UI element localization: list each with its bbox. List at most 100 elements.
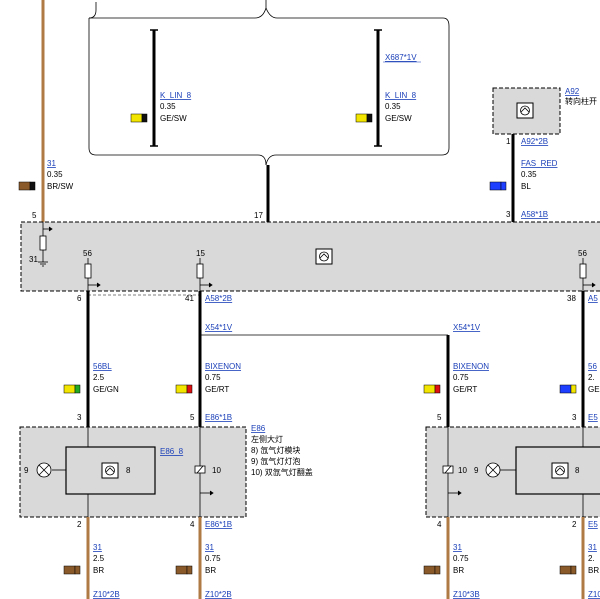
swatch-k-lin-right xyxy=(355,113,373,123)
connector-a58-1b[interactable]: A58*1B xyxy=(521,210,548,219)
connector-z10-2b-left[interactable]: Z10*2B xyxy=(93,590,120,599)
connector-e86-1b-bottom[interactable]: E86*1B xyxy=(205,520,232,529)
wire-bixenon-left-color: GE/RT xyxy=(205,385,229,394)
wire-31-bm-color: BR xyxy=(205,566,216,575)
pin-3-right: 3 xyxy=(572,413,577,422)
lamp-icon xyxy=(36,462,52,478)
wire-56bl-color: GE/GN xyxy=(93,385,119,394)
swatch-fas-red xyxy=(489,181,507,191)
connector-e5-top[interactable]: E5 xyxy=(588,413,598,422)
wire-k-lin-left-id[interactable]: K_LIN_8 xyxy=(160,91,192,100)
component-e86-ref[interactable]: E86 xyxy=(251,424,266,433)
wire-56bl-section: 2.5 xyxy=(93,373,105,382)
component-a92-name: 转向柱开 xyxy=(565,96,597,106)
pin-8-right: 8 xyxy=(575,466,580,475)
swatch-bixenon-left xyxy=(175,384,193,394)
connector-x54-right[interactable]: X54*1V xyxy=(453,323,481,332)
wire-31-bl-id[interactable]: 31 xyxy=(93,543,102,552)
bus-bracket-top xyxy=(89,0,267,19)
wire-56bl-id[interactable]: 56BL xyxy=(93,362,112,371)
connector-z10-2b-mid[interactable]: Z10*2B xyxy=(205,590,232,599)
swatch-31-cut xyxy=(559,565,577,575)
component-e86-8-ref[interactable]: E86_8 xyxy=(160,447,184,456)
connector-z10-cut[interactable]: Z10 xyxy=(588,590,600,599)
pin-5-right: 5 xyxy=(437,413,442,422)
wire-k-lin-left-section: 0.35 xyxy=(160,102,176,111)
wire-31-top-id[interactable]: 31 xyxy=(47,159,56,168)
wire-31-cut-id[interactable]: 31 xyxy=(588,543,597,552)
pin-56-left: 56 xyxy=(83,249,92,258)
pin-5-e86: 5 xyxy=(190,413,195,422)
pin-9: 9 xyxy=(24,466,29,475)
pin-56-right: 56 xyxy=(578,249,587,258)
pin-38: 38 xyxy=(567,294,576,303)
component-e86-name: 左侧大灯 xyxy=(251,434,283,444)
swatch-56bl xyxy=(63,384,81,394)
wire-fas-red-color: BL xyxy=(521,182,531,191)
a58-internal-56-left xyxy=(84,258,101,291)
bus-bracket-bottom-right xyxy=(265,26,450,166)
wire-31-top-color: BR/SW xyxy=(47,182,74,191)
component-e86-item-10: 10) 双氙气灯翻盖 xyxy=(251,467,313,477)
wire-31-br-section: 0.75 xyxy=(453,554,469,563)
wire-56-cut-color: GE xyxy=(588,385,600,394)
wire-fas-red-section: 0.35 xyxy=(521,170,537,179)
wire-bixenon-left-id[interactable]: BIXENON xyxy=(205,362,241,371)
swatch-56-cut xyxy=(559,384,577,394)
pin-10: 10 xyxy=(212,466,221,475)
connector-e86-1b-top[interactable]: E86*1B xyxy=(205,413,232,422)
wire-31-br-id[interactable]: 31 xyxy=(453,543,462,552)
wire-bixenon-right-id[interactable]: BIXENON xyxy=(453,362,489,371)
pin-3-e86: 3 xyxy=(77,413,82,422)
pin-2: 2 xyxy=(77,520,82,529)
swatch-k-lin-left xyxy=(130,113,148,123)
pin-4-right: 4 xyxy=(437,520,442,529)
connector-e5-bottom[interactable]: E5 xyxy=(588,520,598,529)
wire-31-br-color: BR xyxy=(453,566,464,575)
wire-31-cut-color: BR xyxy=(588,566,599,575)
pin-2-right: 2 xyxy=(572,520,577,529)
bus-bracket-top-right xyxy=(265,7,450,27)
connector-a58-cut[interactable]: A5 xyxy=(588,294,598,303)
wire-31-top-section: 0.35 xyxy=(47,170,63,179)
pin-10-right: 10 xyxy=(458,466,467,475)
wire-31-bm-id[interactable]: 31 xyxy=(205,543,214,552)
swatch-31-bottom-mid xyxy=(175,565,193,575)
a92-symbol-icon xyxy=(516,102,534,119)
bus-bracket-bottom-left xyxy=(88,18,267,166)
pin-8: 8 xyxy=(126,466,131,475)
connector-x687[interactable]: X687*1V xyxy=(385,53,417,62)
wire-31-bm-section: 0.75 xyxy=(205,554,221,563)
wire-fas-red-id[interactable]: FAS_RED xyxy=(521,159,558,168)
module-a58-box[interactable] xyxy=(20,221,600,292)
wire-bixenon-right-section: 0.75 xyxy=(453,373,469,382)
a58-internal-15 xyxy=(196,258,213,291)
component-a92-ref[interactable]: A92 xyxy=(565,87,580,96)
e86-module-symbol-icon xyxy=(101,462,119,479)
flap-actuator-icon xyxy=(194,465,206,474)
wire-31-bl-section: 2.5 xyxy=(93,554,105,563)
pin-5-top: 5 xyxy=(32,211,37,220)
connector-a58-2b[interactable]: A58*2B xyxy=(205,294,232,303)
connector-z10-3b[interactable]: Z10*3B xyxy=(453,590,480,599)
wire-56-cut-id[interactable]: 56 xyxy=(588,362,597,371)
swatch-bixenon-right xyxy=(423,384,441,394)
swatch-31-bottom-right xyxy=(423,565,441,575)
pin-41: 41 xyxy=(185,294,194,303)
pin-15: 15 xyxy=(196,249,205,258)
flap-actuator-right-icon xyxy=(442,465,454,474)
pin-3-top: 3 xyxy=(506,210,511,219)
wire-31-bl-color: BR xyxy=(93,566,104,575)
swatch-w31-top xyxy=(18,181,36,191)
connector-a92-2b[interactable]: A92*2B xyxy=(521,137,548,146)
wire-k-lin-right-id[interactable]: K_LIN_8 xyxy=(385,91,417,100)
wire-k-lin-right-section: 0.35 xyxy=(385,102,401,111)
wire-56-cut-section: 2. xyxy=(588,373,595,382)
wire-31-cut-section: 2. xyxy=(588,554,595,563)
swatch-31-bottom-left xyxy=(63,565,81,575)
component-e86-item-9: 9) 氙气灯灯泡 xyxy=(251,456,300,466)
connector-x54-left[interactable]: X54*1V xyxy=(205,323,233,332)
bus-bracket-top-left xyxy=(88,2,97,19)
pin-4: 4 xyxy=(190,520,195,529)
